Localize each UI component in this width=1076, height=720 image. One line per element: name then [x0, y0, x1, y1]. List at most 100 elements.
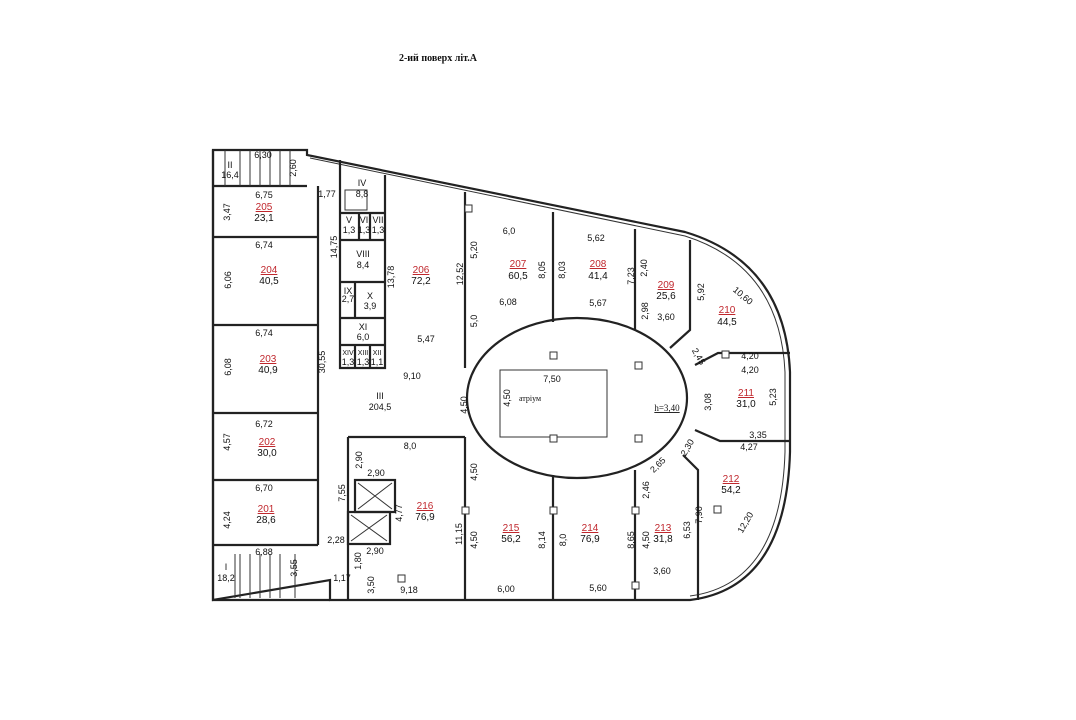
dimension: 5,47 [417, 334, 435, 344]
room-area: 31,8 [653, 534, 673, 545]
dimension: 4,20 [741, 351, 759, 361]
ceiling-height-label: h=3,40 [654, 403, 680, 413]
room-number: 215 [503, 523, 520, 534]
dimension: 11,15 [454, 523, 464, 545]
room-area: 8,8 [356, 189, 369, 199]
dimension: 5,60 [589, 583, 607, 593]
room-number: VII [372, 215, 383, 225]
dimension: 6,74 [255, 328, 273, 338]
room-area: 31,0 [736, 399, 756, 410]
room-number: IX [344, 286, 353, 296]
dimension: 5,20 [469, 241, 479, 259]
dimension: 6,72 [255, 419, 273, 429]
dimension: 5,0 [469, 315, 479, 328]
dimension: 2,30 [679, 437, 696, 457]
room-number: 211 [738, 388, 754, 399]
room-area: 2,7 [342, 294, 355, 304]
dimension: 30,55 [317, 351, 327, 374]
dimension: 4,20 [741, 365, 759, 375]
dimension: 12,52 [455, 263, 465, 286]
dimension: 4,50 [469, 531, 479, 549]
room-number: 203 [260, 354, 277, 365]
dimension: 10,60 [731, 285, 755, 307]
dimension: 2,90 [367, 468, 385, 478]
room-number: 204 [261, 265, 278, 276]
room-number: 214 [582, 523, 599, 534]
room-number: 212 [723, 474, 740, 485]
room-number: VI [360, 215, 369, 225]
dimension: 8,03 [557, 261, 567, 279]
room-area: 16,4 [221, 170, 239, 180]
dimension: 8,65 [626, 531, 636, 549]
room-area: 3,9 [364, 301, 377, 311]
dimension: 5,92 [696, 283, 706, 301]
dimension: 7,50 [543, 374, 561, 384]
dimension: 6,74 [255, 240, 273, 250]
dimension: 4,50 [459, 396, 469, 414]
dimension: 2,40 [639, 259, 649, 277]
room-number: I [225, 562, 228, 572]
columns [397, 204, 730, 590]
dimensions: 6,30 2,60 6,75 1,77 3,47 6,74 6,06 14,75… [222, 150, 778, 595]
room-number: 206 [413, 265, 430, 276]
room-area: 1,3 [358, 225, 371, 235]
room-number: 207 [510, 259, 527, 270]
dimension: 8,14 [537, 531, 547, 549]
dimension: 6,30 [254, 150, 272, 160]
dimension: 4,24 [222, 511, 232, 529]
room-number: 201 [258, 504, 275, 515]
dimension: 6,70 [255, 483, 273, 493]
room-area: 1,3 [342, 357, 355, 367]
dimension: 6,0 [503, 226, 516, 236]
room-number: V [346, 215, 352, 225]
room-number: X [367, 291, 373, 301]
dimension: 3,60 [653, 566, 671, 576]
dimension: 13,78 [386, 266, 396, 289]
dimension: 6,08 [499, 297, 517, 307]
room-area: 6,0 [357, 332, 370, 342]
dimension: 7,55 [337, 484, 347, 502]
dimension: 4,50 [641, 531, 651, 549]
room-area: 28,6 [256, 515, 276, 526]
dimension: 5,62 [587, 233, 605, 243]
room-area: 30,0 [257, 448, 277, 459]
dimension: 4,50 [502, 389, 512, 407]
dimension: 4,27 [740, 442, 758, 452]
room-number: 205 [256, 202, 273, 213]
room-number: III [376, 391, 384, 401]
room-area: 44,5 [717, 317, 737, 328]
dimension: 2,60 [288, 159, 298, 177]
room-area: 72,2 [411, 276, 431, 287]
dimension: 5,67 [589, 298, 607, 308]
room-number: 216 [417, 501, 434, 512]
dimension: 8,05 [537, 261, 547, 279]
room-area: 23,1 [254, 213, 274, 224]
dimension: 4,57 [222, 433, 232, 451]
room-area: 8,4 [357, 260, 370, 270]
room-area: 1,1 [371, 357, 384, 367]
room-number: XII [373, 350, 382, 357]
room-number: 208 [590, 259, 607, 270]
room-number: II [227, 160, 232, 170]
room-number: XI [359, 322, 368, 332]
room-area: 76,9 [580, 534, 600, 545]
room-number: IV [358, 178, 367, 188]
room-number: XIII [358, 350, 369, 357]
dimension: 9,18 [400, 585, 418, 595]
dimension: 14,75 [329, 236, 339, 259]
dimension: 2,46 [641, 481, 651, 499]
dimension: 8,0 [558, 534, 568, 547]
room-area: 41,4 [588, 271, 608, 282]
room-area: 54,2 [721, 485, 741, 496]
dimension: 7,23 [626, 267, 636, 285]
room-number: 202 [259, 437, 276, 448]
room-number: VIII [356, 249, 370, 259]
dimension: 3,47 [222, 203, 232, 221]
atrium-label: атріум [519, 394, 541, 403]
dimension: 2,90 [366, 546, 384, 556]
dimension: 12,20 [735, 510, 755, 535]
dimension: 8,0 [404, 441, 417, 451]
dimension: 6,53 [682, 521, 692, 539]
